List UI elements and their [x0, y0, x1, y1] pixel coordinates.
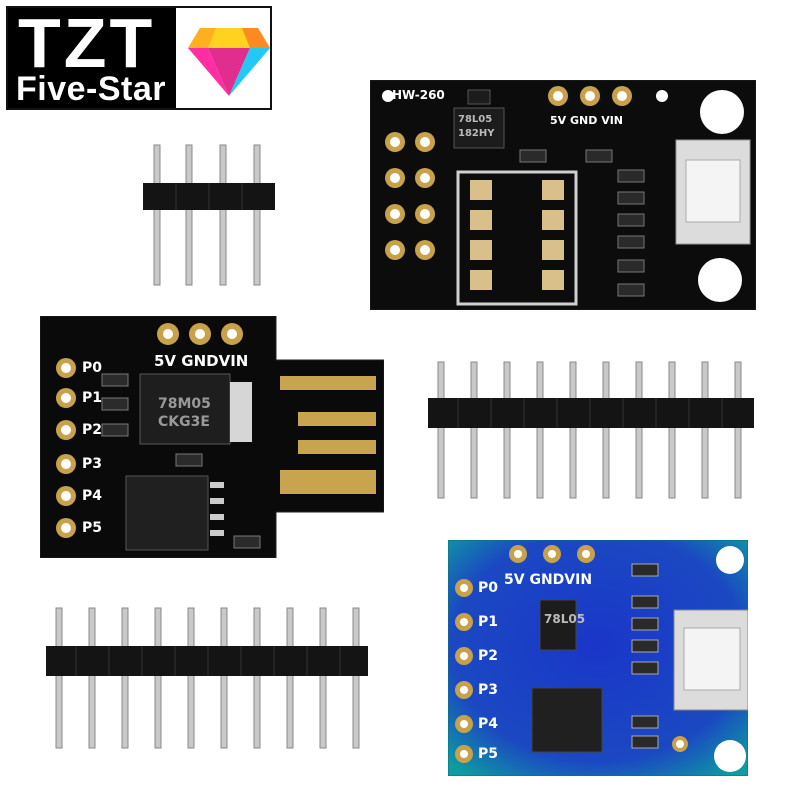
board-top-regulator: 78L05 — [458, 114, 493, 125]
board-black-pin-label: P0 — [82, 360, 103, 376]
logo-subtitle: Five-Star — [16, 70, 166, 108]
brand-logo: TZT Five-Star — [6, 6, 272, 110]
logo-brand-text: TZT — [18, 4, 156, 82]
board-blue-pin-label: P3 — [478, 682, 499, 698]
board-top-model: HW-260 — [392, 88, 445, 102]
board-black-power-label: 5V GNDVIN — [154, 352, 249, 370]
logo-black-panel: TZT Five-Star — [8, 8, 176, 108]
board-black-pin-label: P5 — [82, 520, 103, 536]
board-blue-power-label: 5V GNDVIN — [504, 572, 593, 588]
board-top-regulator-code: 182HY — [458, 128, 495, 139]
board-black-pin-label: P4 — [82, 488, 103, 504]
board-blue-pin-label: P2 — [478, 648, 499, 664]
board-blue-micro: 5V GNDVIN 78L05 P0 P1 P2 P3 P4 P5 — [448, 540, 748, 776]
board-black-pin-label: P3 — [82, 456, 103, 472]
header-4-pins — [153, 144, 261, 286]
board-black-usb: 5V GNDVIN 78M05 CKG3E P0 P1 P2 P3 P4 P5 — [40, 316, 384, 558]
board-blue-pin-label: P0 — [478, 580, 499, 596]
board-top-power-label: 5V GND VIN — [550, 114, 624, 127]
board-blue-pin-label: P5 — [478, 746, 499, 762]
board-blue-pin-label: P1 — [478, 614, 499, 630]
board-black-regulator: 78M05 — [158, 396, 211, 412]
header-4-pin — [143, 144, 275, 286]
header-10-pin-right — [428, 361, 754, 499]
board-blue-regulator: 78L05 — [544, 612, 586, 626]
diamond-icon — [188, 28, 270, 96]
board-black-regulator-code: CKG3E — [158, 414, 210, 430]
board-top-black: HW-260 5V GND VIN 78L05 182HY — [370, 80, 756, 310]
board-blue-pin-label: P4 — [478, 716, 499, 732]
board-black-pin-label: P2 — [82, 422, 103, 438]
board-black-pin-label: P1 — [82, 390, 103, 406]
header-10-pin-left — [46, 607, 368, 749]
